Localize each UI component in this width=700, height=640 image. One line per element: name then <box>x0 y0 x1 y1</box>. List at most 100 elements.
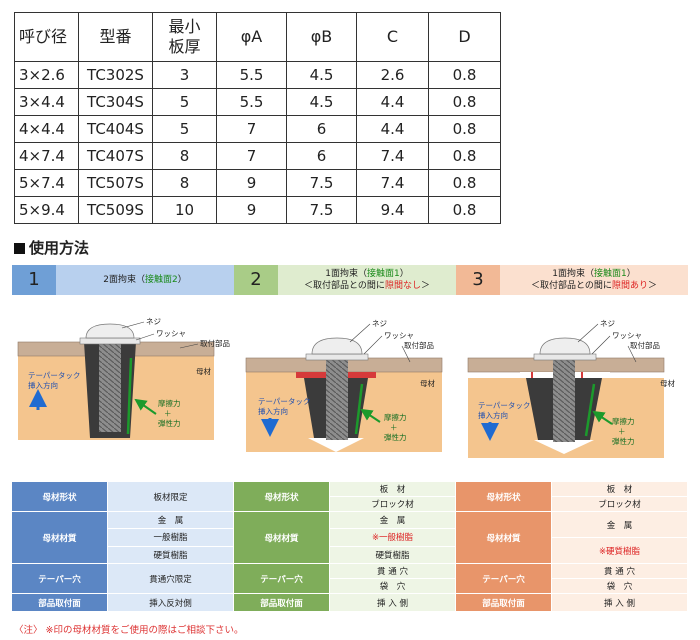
condition-value: 袋 穴 <box>552 579 688 594</box>
spec-header-cell: φA <box>216 12 287 62</box>
condition-value: 板 材 <box>330 482 456 497</box>
row-header-hole: テーパー穴 <box>12 564 108 594</box>
contact-face <box>126 357 133 435</box>
method-description: 1面拘束（接触面1） ＜取付部品との間に隙間あり＞ <box>500 265 688 295</box>
spec-cell: 9 <box>216 169 287 197</box>
label-friction-1: 摩擦力 <box>158 398 181 408</box>
label-insert-dir-3: 挿入方向 <box>478 410 508 420</box>
condition-value: 貫通穴限定 <box>108 564 234 594</box>
spec-cell: 7.5 <box>286 196 357 224</box>
force-arrow <box>360 408 381 423</box>
label-elastic-3: 弾性力 <box>612 436 635 446</box>
screw-head <box>85 323 135 339</box>
spec-cell: 0.8 <box>428 61 501 89</box>
label-insert-dir-2: 挿入方向 <box>258 406 288 416</box>
method-banner-2: 2 1面拘束（接触面1） ＜取付部品との間に隙間なし＞ <box>234 265 456 295</box>
label-elastic-2: 弾性力 <box>384 432 407 442</box>
label-part-2: 取付部品 <box>404 340 434 350</box>
spec-cell: 4.5 <box>286 61 357 89</box>
label-base-3: 母材 <box>660 378 675 388</box>
diagram-method-3 <box>467 337 665 458</box>
condition-value: 挿 入 側 <box>330 594 456 612</box>
screw-shank <box>99 342 121 432</box>
spec-cell: 9 <box>216 196 287 224</box>
spec-cell: 4×7.4 <box>14 142 79 170</box>
spec-header-cell: 呼び径 <box>14 12 79 62</box>
spec-cell: 5 <box>152 115 217 143</box>
spec-cell: 0.8 <box>428 169 501 197</box>
label-insert-3: テーパータック <box>478 401 530 410</box>
condition-value: 一般樹脂 <box>108 529 234 547</box>
spec-cell: TC509S <box>78 196 153 224</box>
label-friction-3: 摩擦力 <box>612 416 635 426</box>
spec-cell: 7.5 <box>286 169 357 197</box>
condition-value: 貫 通 穴 <box>552 564 688 579</box>
spec-cell: 5.5 <box>216 88 287 116</box>
method-banner-1: 1 2面拘束（接触面2） <box>12 265 234 295</box>
row-header-quality: 母材材質 <box>456 512 552 564</box>
row-header-mount: 部品取付面 <box>234 594 330 612</box>
spec-cell: 3×2.6 <box>14 61 79 89</box>
spec-header-cell: φB <box>286 12 357 62</box>
label-plus-2: ＋ <box>390 423 398 432</box>
spec-header-cell: D <box>428 12 501 62</box>
row-header-mount: 部品取付面 <box>456 594 552 612</box>
condition-value: 金 属 <box>330 512 456 530</box>
label-screw-1: ネジ <box>146 317 161 326</box>
footnote: 〈注〉 ※印の母材材質をご使用の際はご相談下さい。 <box>14 625 244 636</box>
row-header-quality: 母材材質 <box>12 512 108 564</box>
hole-bottom <box>308 438 364 452</box>
method-number: 1 <box>12 265 56 295</box>
spec-cell: TC302S <box>78 61 153 89</box>
spec-cell: 7.4 <box>356 142 429 170</box>
label-base-2: 母材 <box>420 378 435 388</box>
row-header-shape: 母材形状 <box>234 482 330 512</box>
label-part-3: 取付部品 <box>630 340 660 350</box>
condition-value: 硬質樹脂 <box>108 546 234 564</box>
condition-value: 挿 入 側 <box>552 594 688 612</box>
contact-face <box>354 383 364 435</box>
label-base-1: 母材 <box>196 366 211 376</box>
label-washer-1: ワッシャ <box>156 329 186 338</box>
spec-cell: 7 <box>216 115 287 143</box>
condition-value: 板材限定 <box>108 482 234 512</box>
label-screw-2: ネジ <box>372 319 387 328</box>
spec-cell: 0.8 <box>428 115 501 143</box>
condition-value: 板 材 <box>552 482 688 497</box>
condition-value: ※硬質樹脂 <box>552 538 688 564</box>
method-banner-3: 3 1面拘束（接触面1） ＜取付部品との間に隙間あり＞ <box>456 265 688 295</box>
label-insert-dir-1: 挿入方向 <box>28 380 58 390</box>
method-number: 3 <box>456 265 500 295</box>
diagram-method-2 <box>245 337 443 452</box>
spec-cell: 0.8 <box>428 88 501 116</box>
square-bullet-icon <box>14 243 25 254</box>
diagram-method-1 <box>17 323 215 440</box>
spec-cell: TC507S <box>78 169 153 197</box>
spec-cell: 10 <box>152 196 217 224</box>
spec-cell: 4.4 <box>356 115 429 143</box>
label-insert-1: テーパータック <box>28 371 80 380</box>
section-heading: 使用方法 <box>14 237 89 258</box>
label-plus-3: ＋ <box>618 427 626 436</box>
spec-cell: 0.8 <box>428 196 501 224</box>
spec-header-cell: C <box>356 12 429 62</box>
washer <box>533 353 597 361</box>
label-part-1: 取付部品 <box>200 338 230 348</box>
screw-shank <box>553 358 575 442</box>
row-header-shape: 母材形状 <box>12 482 108 512</box>
spec-cell: 8 <box>152 169 217 197</box>
row-header-hole: テーパー穴 <box>234 564 330 594</box>
condition-value: 硬質樹脂 <box>330 546 456 564</box>
screw-shank <box>326 358 348 440</box>
label-insert-2: テーパータック <box>258 397 310 406</box>
condition-value: 金 属 <box>552 512 688 538</box>
condition-value: 貫 通 穴 <box>330 564 456 579</box>
spec-cell: 3×4.4 <box>14 88 79 116</box>
force-arrow <box>134 398 157 415</box>
